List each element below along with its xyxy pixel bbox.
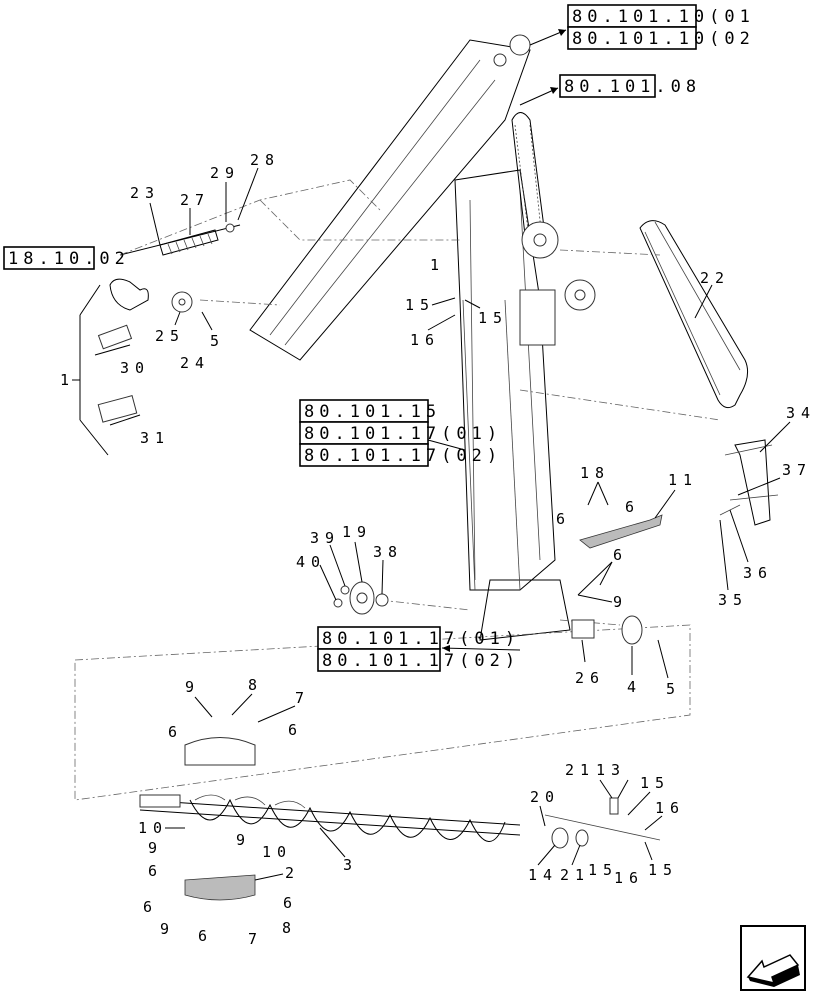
- callout-26: 26: [575, 669, 605, 687]
- callout-8-bottom: 8: [282, 919, 297, 937]
- callout-22: 22: [700, 269, 730, 287]
- callout-4-top: 4: [627, 678, 642, 696]
- callout-38: 38: [373, 543, 403, 561]
- callout-3: 3: [343, 856, 358, 874]
- svg-text:80.101.10(02: 80.101.10(02: [572, 29, 755, 49]
- reference-link-4[interactable]: 18.10.02: [3, 246, 130, 270]
- svg-text:80.101.08: 80.101.08: [564, 77, 701, 97]
- tensioner-assembly: [97, 223, 241, 423]
- callout-16-bottom: 16: [614, 869, 644, 887]
- callout-6-left: 6: [556, 510, 571, 528]
- callout-6-top-right: 6: [288, 721, 303, 739]
- callout-15-right: 15: [478, 309, 508, 327]
- chain-drive: [511, 112, 596, 346]
- callout-10-left: 10: [138, 819, 168, 837]
- drive-hardware: [544, 797, 661, 849]
- callout-25: 25: [155, 327, 185, 345]
- callout-9-bottom: 9: [160, 920, 175, 938]
- callout-2: 2: [285, 864, 300, 882]
- callout-15-left: 15: [405, 296, 435, 314]
- callout-5-tensioner: 5: [210, 332, 225, 350]
- callout-9-left: 9: [148, 839, 163, 857]
- callout-31: 31: [140, 429, 170, 447]
- callout-21-top: 21: [565, 761, 595, 779]
- callout-7-top: 7: [295, 689, 310, 707]
- callout-13: 13: [596, 761, 626, 779]
- bearing-group: [333, 581, 643, 645]
- callout-19: 19: [342, 523, 372, 541]
- callout-29: 29: [210, 164, 240, 182]
- reference-link-3[interactable]: 80.101.08: [559, 74, 701, 98]
- svg-text:80.101.10(01: 80.101.10(01: [572, 7, 755, 27]
- callout-10-mid: 10: [262, 843, 292, 861]
- callout-20: 20: [530, 788, 560, 806]
- callout-36: 36: [743, 564, 773, 582]
- belt: [639, 220, 749, 409]
- callout-30: 30: [120, 359, 150, 377]
- callout-6-bottom-c: 6: [283, 894, 298, 912]
- callout-15-right-a: 15: [640, 774, 670, 792]
- callout-6-left-low: 6: [148, 862, 163, 880]
- callout-15-bottom-b: 15: [648, 861, 678, 879]
- callout-35: 35: [718, 591, 748, 609]
- svg-text:18.10.02: 18.10.02: [8, 249, 130, 269]
- callout-15-bottom-a: 15: [588, 861, 618, 879]
- reference-link-1[interactable]: 80.101.10(01: [567, 4, 755, 28]
- callout-8-top: 8: [248, 676, 263, 694]
- callout-1-top: 1: [430, 256, 445, 274]
- reference-link-2[interactable]: 80.101.10(02: [567, 26, 755, 50]
- guard-plate: [579, 514, 663, 549]
- callout-39: 39: [310, 529, 340, 547]
- callout-14: 14: [528, 866, 558, 884]
- callout-37: 37: [782, 461, 812, 479]
- callout-34: 34: [786, 404, 816, 422]
- reference-link-6a[interactable]: 80.101.17(01): [317, 626, 520, 650]
- callout-9: 9: [613, 593, 628, 611]
- callout-6-mid: 6: [613, 546, 628, 564]
- callout-11: 11: [668, 471, 698, 489]
- callout-6-guard: 6: [625, 498, 640, 516]
- callout-9-top: 9: [185, 678, 200, 696]
- reference-link-5b[interactable]: 80.101.17(01): [299, 421, 502, 445]
- callout-40: 40: [296, 553, 326, 571]
- callout-1: 1: [60, 371, 75, 389]
- svg-text:80.101.17(01): 80.101.17(01): [322, 629, 520, 649]
- back-navigation-button[interactable]: [740, 925, 806, 991]
- callout-18: 18: [580, 464, 610, 482]
- svg-text:80.101.17(01): 80.101.17(01): [304, 424, 502, 444]
- elevator-frame: [249, 34, 571, 641]
- callout-6-bottom-a: 6: [143, 898, 158, 916]
- callout-16-top: 16: [410, 331, 440, 349]
- callout-7-bottom: 7: [248, 930, 263, 948]
- callout-28: 28: [250, 151, 280, 169]
- reference-link-6b[interactable]: 80.101.17(02): [317, 648, 520, 672]
- callout-16-right: 16: [655, 799, 685, 817]
- svg-text:80.101.17(02): 80.101.17(02): [304, 446, 502, 466]
- callout-27: 27: [180, 191, 210, 209]
- callout-24: 24: [180, 354, 210, 372]
- reference-link-5a[interactable]: 80.101.15: [299, 399, 441, 423]
- callout-6-top-left: 6: [168, 723, 183, 741]
- arrow-back-icon: [746, 954, 800, 987]
- svg-text:80.101.15: 80.101.15: [304, 402, 441, 422]
- auger: [139, 737, 521, 901]
- callout-6-bottom-b: 6: [198, 927, 213, 945]
- callout-5-top: 5: [666, 680, 681, 698]
- reference-link-5c[interactable]: 80.101.17(02): [299, 443, 502, 467]
- callout-23: 23: [130, 184, 160, 202]
- callout-9-mid: 9: [236, 831, 251, 849]
- svg-text:80.101.17(02): 80.101.17(02): [322, 651, 520, 671]
- callout-21-bottom: 21: [560, 866, 590, 884]
